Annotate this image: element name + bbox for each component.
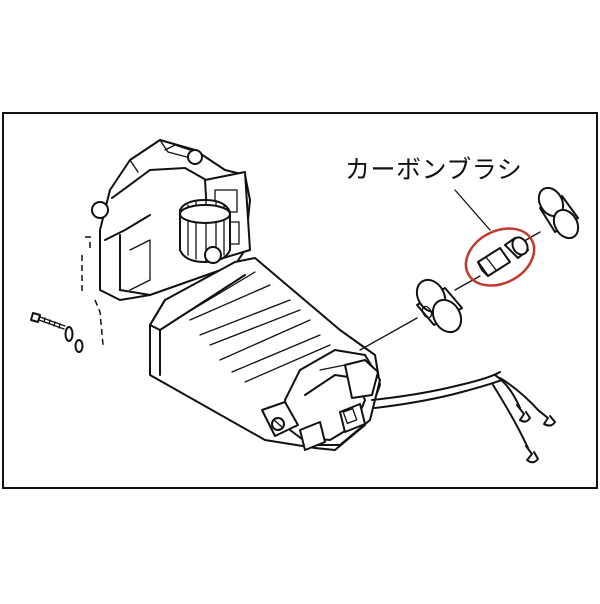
assembly-axis-line-left	[359, 317, 418, 351]
callout-leader-line	[454, 189, 491, 231]
diagram-border	[2, 112, 598, 489]
gear-shaft	[179, 199, 231, 264]
carbon-brush-highlight	[464, 227, 536, 287]
assembly-axis-line-right	[525, 231, 541, 241]
carbon-brush	[477, 236, 529, 277]
wire-harness	[371, 371, 556, 464]
carbon-brush-label: カーボンブラシ	[345, 155, 523, 184]
motor-body	[149, 257, 381, 451]
bearing-sleeve-right	[537, 186, 580, 240]
gasket-outline	[81, 236, 104, 346]
assembly-axis-line-mid	[454, 275, 481, 291]
bearing-sleeve-left	[415, 278, 463, 334]
screw-with-washers	[30, 312, 84, 353]
